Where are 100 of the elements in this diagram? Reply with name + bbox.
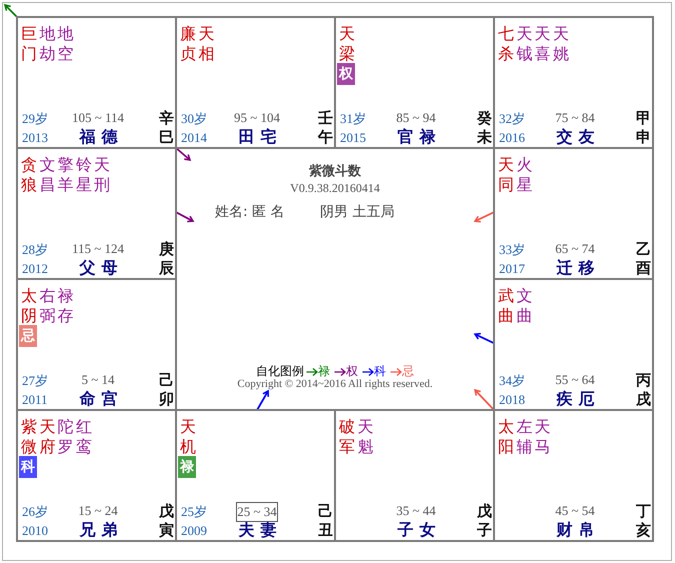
star-name: 天马 [534, 417, 551, 457]
arrow [474, 389, 495, 411]
age-label: 30岁 [181, 111, 207, 127]
palace-name: 疾 厄 [556, 390, 594, 408]
age-range-label: 85 ~ 94 [396, 110, 436, 126]
palace-cell [16, 147, 177, 280]
year-label: 2014 [181, 130, 207, 146]
star-name: 铃星 [76, 155, 92, 195]
star-name: 陀罗 [58, 417, 74, 457]
star-name: 天魁 [357, 417, 374, 457]
star-name: 破军 [339, 417, 355, 457]
star-name: 天机 [180, 417, 196, 457]
star-name: 左辅 [516, 417, 532, 457]
stem-branch-label: 戊寅 [159, 502, 175, 540]
star-name: 紫微 [21, 417, 37, 457]
age-label: 33岁 [499, 242, 525, 258]
star-name: 地劫 [39, 24, 56, 64]
star-name: 天相 [198, 24, 214, 64]
version-label: V0.9.38.20160414 [290, 181, 380, 195]
stem-branch-label: 庚辰 [159, 240, 175, 278]
palace-name: 命 宫 [80, 390, 118, 408]
age-label: 31岁 [340, 111, 366, 127]
year-label: 2013 [22, 130, 48, 146]
palace-name: 田 宅 [238, 128, 276, 146]
legend-label: 忌 [402, 364, 414, 378]
transform-badge: 忌 [19, 325, 37, 347]
legend-label: 科 [374, 364, 386, 378]
palace-name: 官 禄 [398, 128, 436, 146]
star-name: 天钺 [516, 24, 532, 64]
age-range-label: 45 ~ 54 [555, 503, 595, 519]
stem-branch-label: 丙戌 [636, 371, 652, 409]
arrow [474, 211, 494, 223]
palace-cell [493, 16, 654, 149]
star-name: 天喜 [534, 24, 551, 64]
age-range-label: 105 ~ 114 [72, 110, 124, 126]
age-range-label: 55 ~ 64 [555, 372, 595, 388]
age-range-label: 5 ~ 14 [81, 372, 115, 388]
palace-name: 福 德 [80, 128, 118, 146]
star-name: 武曲 [498, 286, 514, 326]
star-name: 太阴 [21, 286, 37, 326]
arrow [256, 390, 269, 410]
year-label: 2018 [499, 392, 525, 408]
stem-branch-label: 壬午 [318, 109, 334, 147]
star-name: 擎羊 [58, 155, 74, 195]
star-name: 红鸾 [76, 417, 92, 457]
year-label: 2010 [22, 523, 48, 539]
age-range-label: 35 ~ 44 [396, 503, 436, 519]
star-name: 右弼 [39, 286, 56, 326]
arrow [175, 147, 191, 161]
name-label: 姓名: 匿 名 [215, 204, 285, 221]
legend-label: 权 [346, 364, 358, 378]
age-range-label: 115 ~ 124 [72, 241, 124, 257]
star-name: 天姚 [552, 24, 569, 64]
legend-label: 禄 [318, 364, 330, 378]
star-name: 天同 [498, 155, 514, 195]
star-name: 天梁 [339, 24, 355, 64]
age-range-label: 95 ~ 104 [234, 110, 280, 126]
age-label: 32岁 [499, 111, 525, 127]
stem-branch-label: 辛巳 [159, 109, 175, 147]
age-label: 34岁 [499, 373, 525, 389]
year-label: 2016 [499, 130, 525, 146]
palace-name: 父 母 [80, 259, 118, 277]
stem-branch-label: 己卯 [159, 371, 175, 409]
star-name: 廉贞 [180, 24, 196, 64]
star-name: 七杀 [498, 24, 514, 64]
arrow [4, 4, 18, 18]
age-label: 28岁 [22, 242, 48, 258]
gender-label: 阴男 土五局 [320, 204, 394, 221]
star-name: 禄存 [58, 286, 74, 326]
age-label: 27岁 [22, 373, 48, 389]
palace-name: 夫 妻 [238, 521, 276, 539]
palace-cell [16, 409, 177, 542]
star-name: 文昌 [39, 155, 56, 195]
palace-name: 兄 弟 [80, 521, 118, 539]
age-range-label: 15 ~ 24 [78, 503, 118, 519]
palace-name: 财 帛 [556, 521, 594, 539]
arrow [474, 332, 494, 344]
age-range-label: 65 ~ 74 [555, 241, 595, 257]
stem-branch-label: 己丑 [318, 502, 334, 540]
year-label: 2009 [181, 523, 207, 539]
year-label: 2011 [22, 392, 48, 408]
star-name: 地空 [58, 24, 74, 64]
age-label: 26岁 [22, 504, 48, 520]
palace-name: 交 友 [556, 128, 594, 146]
stem-branch-label: 癸未 [477, 109, 493, 147]
stem-branch-label: 丁亥 [636, 502, 652, 540]
stem-branch-label: 甲申 [636, 109, 652, 147]
star-name: 太阳 [498, 417, 514, 457]
year-label: 2017 [499, 261, 525, 277]
palace-name: 迁 移 [556, 259, 594, 277]
palace-cell [16, 16, 177, 149]
range-box: 25 ~ 34 [236, 502, 278, 522]
chart-title: 紫微斗数 [309, 164, 361, 180]
transform-badge: 禄 [178, 456, 196, 478]
copyright-text: Copyright © 2014~2016 All rights reserved. [237, 378, 433, 391]
stem-branch-label: 乙酉 [636, 240, 652, 278]
age-label: 25岁 [181, 504, 207, 520]
star-name: 贪狼 [21, 155, 37, 195]
star-name: 文曲 [516, 286, 532, 326]
age-label: 29岁 [22, 111, 48, 127]
